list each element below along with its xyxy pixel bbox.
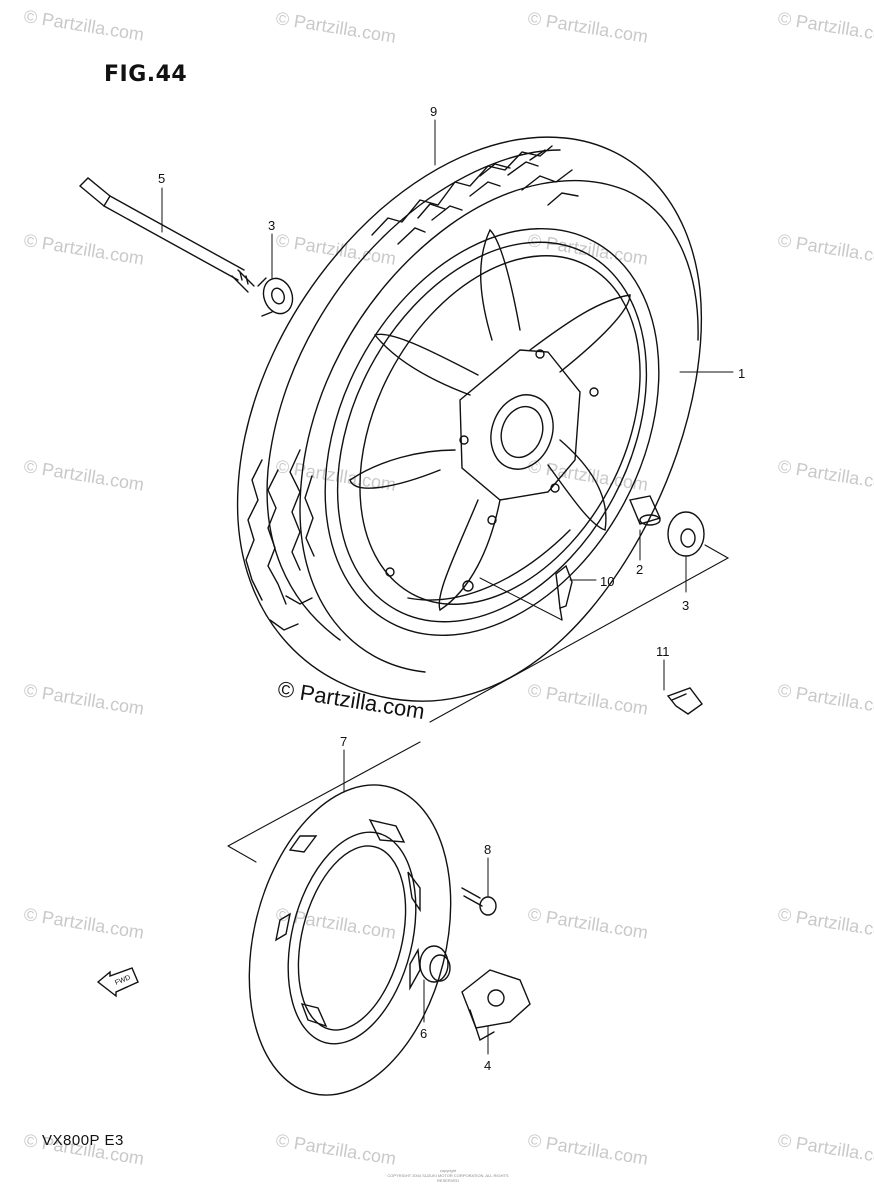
bearing-left bbox=[257, 277, 294, 317]
callout-1: 1 bbox=[738, 366, 745, 381]
rim bbox=[324, 227, 660, 637]
fwd-arrow: FWD bbox=[96, 967, 139, 998]
callout-6: 6 bbox=[420, 1026, 427, 1041]
collar bbox=[419, 945, 451, 983]
model-code: VX800P E3 bbox=[42, 1132, 124, 1149]
disc-bolt bbox=[461, 887, 497, 916]
callout-4: 4 bbox=[484, 1058, 491, 1073]
valve bbox=[555, 564, 573, 621]
assembly-outline bbox=[227, 544, 730, 863]
tire bbox=[236, 136, 703, 702]
callout-9: 9 bbox=[430, 104, 437, 119]
bearing-right bbox=[667, 511, 705, 557]
footer-line2: COPYRIGHT 2004 SUZUKI MOTOR CORPORATION.… bbox=[387, 1173, 509, 1183]
footer-line1: copyright bbox=[439, 1168, 457, 1173]
callout-11: 11 bbox=[656, 644, 670, 659]
callout-2: 2 bbox=[636, 562, 643, 577]
callout-8: 8 bbox=[484, 842, 491, 857]
speedometer-gearbox bbox=[461, 969, 531, 1042]
leader-lines bbox=[161, 119, 734, 1055]
callout-3-right: 3 bbox=[682, 598, 689, 613]
callouts: 9 5 3 1 2 3 10 11 7 8 6 4 bbox=[158, 104, 745, 1073]
callout-10: 10 bbox=[600, 574, 614, 589]
copyright-footer: copyright COPYRIGHT 2004 SUZUKI MOTOR CO… bbox=[378, 1168, 518, 1183]
axle bbox=[78, 177, 255, 293]
figure-title: FIG.44 bbox=[104, 62, 188, 87]
spacer bbox=[629, 495, 661, 526]
callout-3-left: 3 bbox=[268, 218, 275, 233]
callout-7: 7 bbox=[340, 734, 347, 749]
callout-5: 5 bbox=[158, 171, 165, 186]
brake-disc bbox=[248, 784, 452, 1096]
clamp bbox=[666, 687, 703, 715]
